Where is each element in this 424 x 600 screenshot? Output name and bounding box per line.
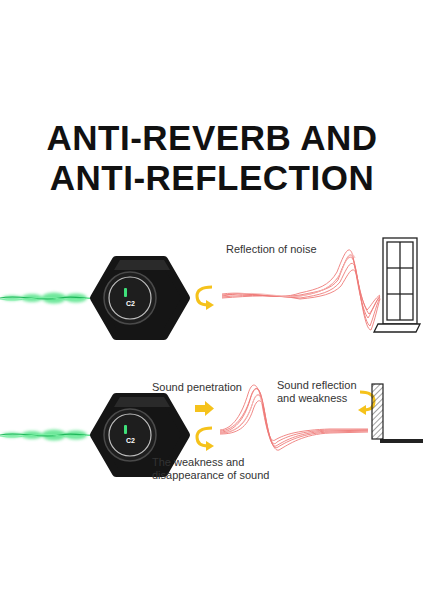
callout-text: Sound penetration [152, 381, 252, 394]
callout-text: The weakness and disappearance of sound [152, 456, 282, 482]
wall-icon [372, 384, 423, 443]
microphone [94, 260, 186, 336]
callout-text: Sound reflection and weakness [277, 379, 361, 405]
title: ANTI-REVERB AND ANTI-REFLECTION [22, 118, 402, 198]
penetration-arrow [195, 401, 214, 416]
window-icon [374, 238, 420, 332]
callout-text: Reflection of noise [226, 243, 336, 256]
reflect-arrow [197, 428, 214, 451]
reflect-arrow [197, 287, 214, 310]
red-wave [222, 250, 380, 330]
model-label: C2 [126, 300, 140, 308]
model-label: C2 [126, 437, 140, 445]
